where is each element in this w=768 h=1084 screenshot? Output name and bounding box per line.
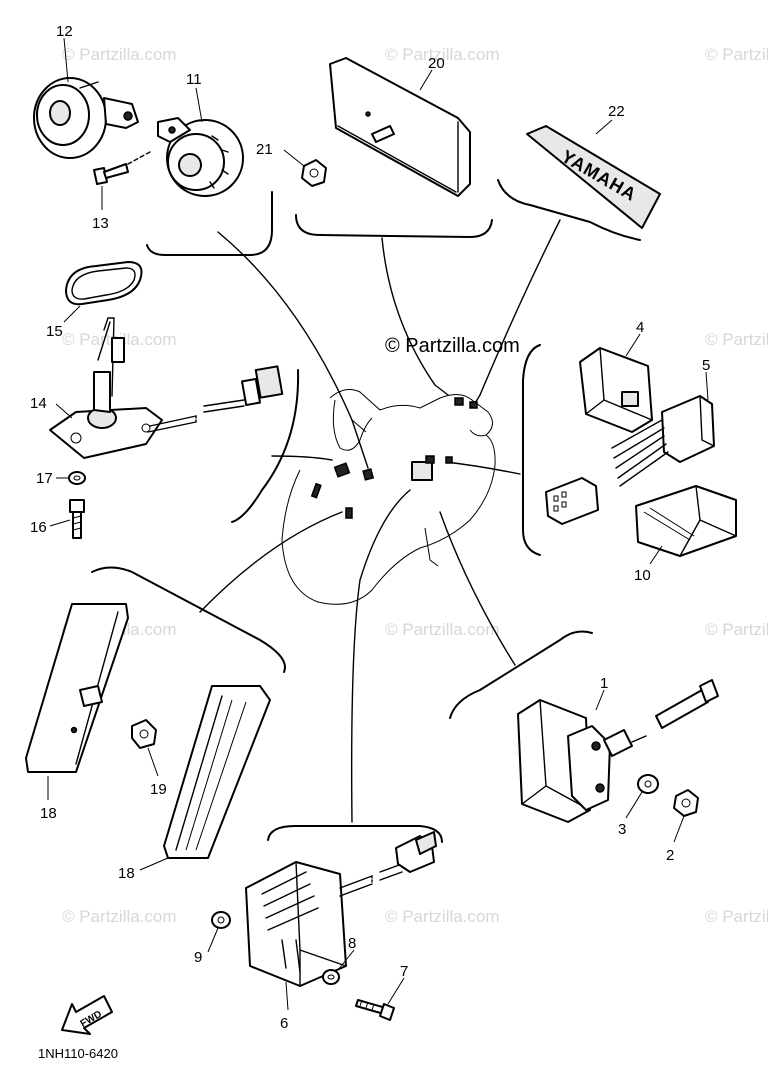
washer-3[interactable] xyxy=(637,774,659,794)
fwd-arrow: FWD xyxy=(61,995,113,1035)
leader-fuel-sender xyxy=(271,455,333,461)
fuel-sender-14[interactable] xyxy=(49,317,284,459)
callout-22: 22 xyxy=(608,103,625,120)
callout-7: 7 xyxy=(400,963,408,980)
callout-14: 14 xyxy=(30,395,47,412)
callout-6: 6 xyxy=(280,1015,288,1032)
bolt-13[interactable] xyxy=(93,151,151,185)
rectifier-6[interactable] xyxy=(245,831,437,987)
bracket-taillight xyxy=(295,214,493,238)
nut-19[interactable] xyxy=(131,719,157,749)
watermark: © Partzilla.com xyxy=(62,45,177,64)
leader-rectifier xyxy=(350,489,411,823)
horn-11[interactable] xyxy=(157,117,244,197)
callout-1: 1 xyxy=(600,675,608,692)
horn-12[interactable] xyxy=(33,77,139,159)
diagram-code: 1NH110-6420 xyxy=(38,1046,118,1061)
watermark: © Partzilla.com xyxy=(705,620,768,639)
collar-9[interactable] xyxy=(211,911,231,929)
callout-4: 4 xyxy=(636,319,644,336)
bracket-rectifier xyxy=(267,825,443,843)
callout-2: 2 xyxy=(666,847,674,864)
reflector-18-upper[interactable] xyxy=(25,603,129,773)
reflector-18-lower[interactable] xyxy=(163,685,271,859)
flasher-relay-5[interactable] xyxy=(545,395,715,525)
watermark: © Partzilla.com xyxy=(705,45,768,64)
bolt-7[interactable] xyxy=(355,999,395,1021)
callout-18-lower: 18 xyxy=(118,865,135,882)
callout-16: 16 xyxy=(30,519,47,536)
callout-3: 3 xyxy=(618,821,626,838)
starter-relay-lead[interactable] xyxy=(655,679,719,729)
watermark-center: © Partzilla.com xyxy=(385,335,520,357)
callout-17: 17 xyxy=(36,470,53,487)
callout-9: 9 xyxy=(194,949,202,966)
callout-19: 19 xyxy=(150,781,167,798)
watermark: © Partzilla.com xyxy=(705,330,768,349)
bracket-fuel-sender xyxy=(231,369,300,523)
leader-starter-relay xyxy=(439,511,516,666)
bracket-reflectors xyxy=(91,566,286,673)
washer-17[interactable] xyxy=(68,471,86,485)
bracket-emblem xyxy=(497,179,641,241)
bracket-starter-relay xyxy=(449,630,593,719)
screw-16[interactable] xyxy=(69,499,85,539)
emblem-22[interactable]: YAMAHA xyxy=(526,125,661,229)
watermark: © Partzilla.com xyxy=(385,620,500,639)
leader-horn xyxy=(217,231,369,469)
callout-15: 15 xyxy=(46,323,63,340)
watermarks: © Partzilla.com © Partzilla.com © Partzi… xyxy=(62,45,768,926)
group-brackets xyxy=(91,179,641,843)
callout-10: 10 xyxy=(634,567,651,584)
bracket-horns xyxy=(146,191,273,256)
callout-13: 13 xyxy=(92,215,109,232)
frame-outline xyxy=(281,389,496,605)
watermark: © Partzilla.com xyxy=(385,45,500,64)
watermark: © Partzilla.com xyxy=(385,907,500,926)
leader-relays xyxy=(445,461,521,475)
gasket-15[interactable] xyxy=(65,261,143,306)
callout-5: 5 xyxy=(702,357,710,374)
nut-8[interactable] xyxy=(322,969,340,985)
nut-2[interactable] xyxy=(673,789,699,817)
callout-21: 21 xyxy=(256,141,273,158)
callout-leaders xyxy=(47,37,709,1011)
taillight-20[interactable] xyxy=(329,57,471,197)
callout-11: 11 xyxy=(186,71,202,88)
bracket-relays xyxy=(522,344,541,556)
starter-relay-1[interactable] xyxy=(517,699,647,823)
leader-emblem xyxy=(473,219,561,406)
watermark: © Partzilla.com xyxy=(62,907,177,926)
leader-reflectors xyxy=(199,511,343,613)
leader-taillight xyxy=(381,237,449,396)
connector-10[interactable] xyxy=(635,485,737,557)
callout-20: 20 xyxy=(428,55,445,72)
callout-8: 8 xyxy=(348,935,356,952)
relay-mount xyxy=(411,461,433,481)
leader-lines xyxy=(199,219,561,823)
callout-12: 12 xyxy=(56,23,73,40)
callout-labels: 12 11 13 21 20 22 15 14 17 16 4 5 10 18 … xyxy=(30,23,710,1032)
callout-18-upper: 18 xyxy=(40,805,57,822)
nut-21[interactable] xyxy=(301,159,327,187)
relay-4[interactable] xyxy=(579,347,653,433)
watermark: © Partzilla.com xyxy=(705,907,768,926)
